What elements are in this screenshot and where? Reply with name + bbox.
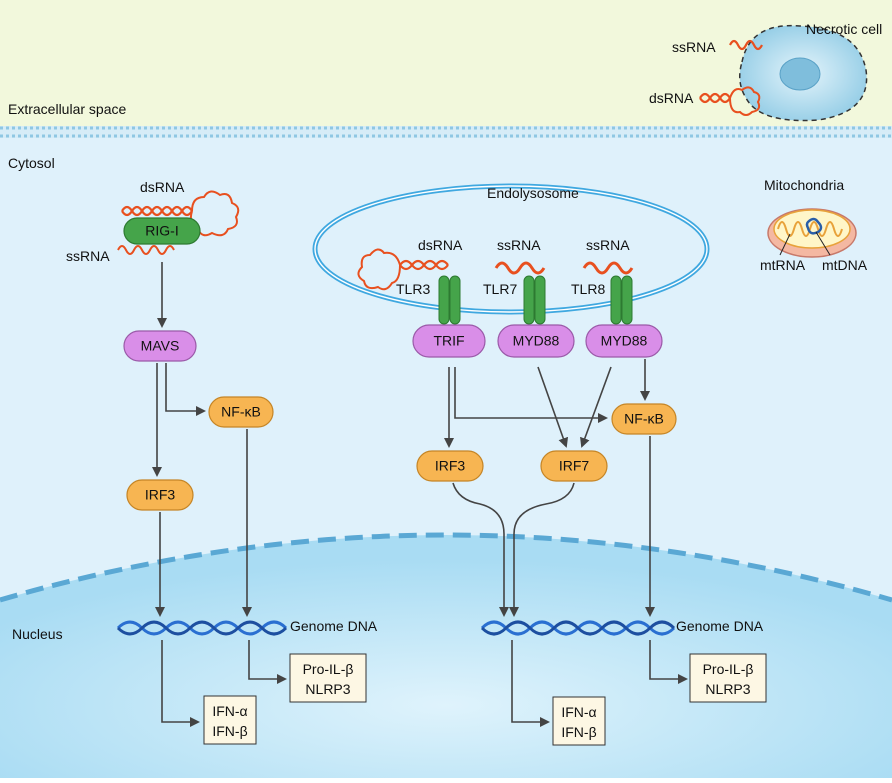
- ifn-left-text-1: IFN-α: [212, 703, 247, 719]
- dsrna-tlr3-label: dsRNA: [418, 237, 463, 253]
- necrotic-cell: [739, 24, 868, 122]
- myd88-a-node: [497, 324, 575, 358]
- il-left-text-2: NLRP3: [305, 681, 350, 697]
- tlr3-label: TLR3: [396, 281, 430, 297]
- nucleus-label: Nucleus: [12, 626, 63, 642]
- endolysosome: [312, 183, 710, 315]
- irf3-right-node: [416, 450, 484, 482]
- tlr3-receptor: [438, 275, 461, 325]
- il-right-text-1: Pro-IL-β: [703, 661, 754, 677]
- rig-i-receptor: [123, 217, 201, 245]
- dsrna-tlr3-strand: [357, 248, 449, 291]
- output-box-left-il: [289, 653, 367, 703]
- nfkb-right-node: [611, 403, 677, 435]
- tlr7-label: TLR7: [483, 281, 517, 297]
- nfkb-left-node: [208, 396, 274, 428]
- endolysosome-label: Endolysosome: [487, 185, 579, 201]
- irf3-right-label: IRF3: [435, 458, 466, 474]
- dsrna-rig-strand: [121, 190, 240, 237]
- extracellular-label: Extracellular space: [8, 101, 126, 117]
- plasma-membrane: [0, 126, 892, 138]
- ssrna-tlr8-label: ssRNA: [586, 237, 630, 253]
- genome-dna-left-label: Genome DNA: [290, 618, 378, 634]
- irf7-label: IRF7: [559, 458, 590, 474]
- tlr8-receptor: [610, 275, 633, 325]
- tlr7-receptor: [523, 275, 546, 325]
- myd88-b-label: MYD88: [601, 333, 648, 349]
- il-right-text-2: NLRP3: [705, 681, 750, 697]
- mitochondrion-icon: [767, 208, 857, 258]
- ifn-right-text-2: IFN-β: [561, 724, 596, 740]
- ssrna-outside-label: ssRNA: [672, 39, 716, 55]
- dsrna-outside-strand: [699, 86, 761, 116]
- nfkb-right-label: NF-κB: [624, 411, 664, 427]
- trif-node: [412, 324, 486, 358]
- genome-dna-left: [116, 620, 288, 636]
- irf3-left-label: IRF3: [145, 487, 176, 503]
- nfkb-left-label: NF-κB: [221, 404, 261, 420]
- ssrna-tlr7-label: ssRNA: [497, 237, 541, 253]
- left-pathway-arrows: [152, 262, 287, 727]
- ssrna-rig-label: ssRNA: [66, 248, 110, 264]
- ssrna-tlr7-strand: [494, 261, 546, 275]
- mitochondria-label: Mitochondria: [764, 177, 844, 193]
- dsrna-rig-label: dsRNA: [140, 179, 185, 195]
- cytosol-label: Cytosol: [8, 155, 55, 171]
- nuclear-envelope: [0, 532, 892, 603]
- myd88-a-label: MYD88: [513, 333, 560, 349]
- mavs-node: [123, 330, 197, 362]
- mtrna-label: mtRNA: [760, 257, 806, 273]
- tlr8-label: TLR8: [571, 281, 605, 297]
- rig-i-label: RIG-I: [145, 223, 178, 239]
- right-pathway-arrows: [444, 359, 688, 727]
- genome-dna-right: [480, 620, 676, 636]
- ssrna-tlr8-strand: [582, 261, 634, 275]
- mavs-label: MAVS: [141, 338, 180, 354]
- myd88-b-node: [585, 324, 663, 358]
- output-box-right-il: [689, 653, 767, 703]
- ifn-left-text-2: IFN-β: [212, 723, 247, 739]
- necrotic-cell-label: Necrotic cell: [806, 21, 882, 37]
- output-box-right-ifn: [552, 696, 606, 746]
- ssrna-outside-strand: [729, 39, 763, 51]
- genome-dna-right-label: Genome DNA: [676, 618, 764, 634]
- dsrna-outside-label: dsRNA: [649, 90, 694, 106]
- il-left-text-1: Pro-IL-β: [303, 661, 354, 677]
- ifn-right-text-1: IFN-α: [561, 704, 596, 720]
- irf3-left-node: [126, 479, 194, 511]
- ssrna-rig-strand: [117, 245, 175, 255]
- mtdna-label: mtDNA: [822, 257, 868, 273]
- irf7-node: [540, 450, 608, 482]
- trif-label: TRIF: [433, 333, 464, 349]
- output-box-left-ifn: [203, 695, 257, 745]
